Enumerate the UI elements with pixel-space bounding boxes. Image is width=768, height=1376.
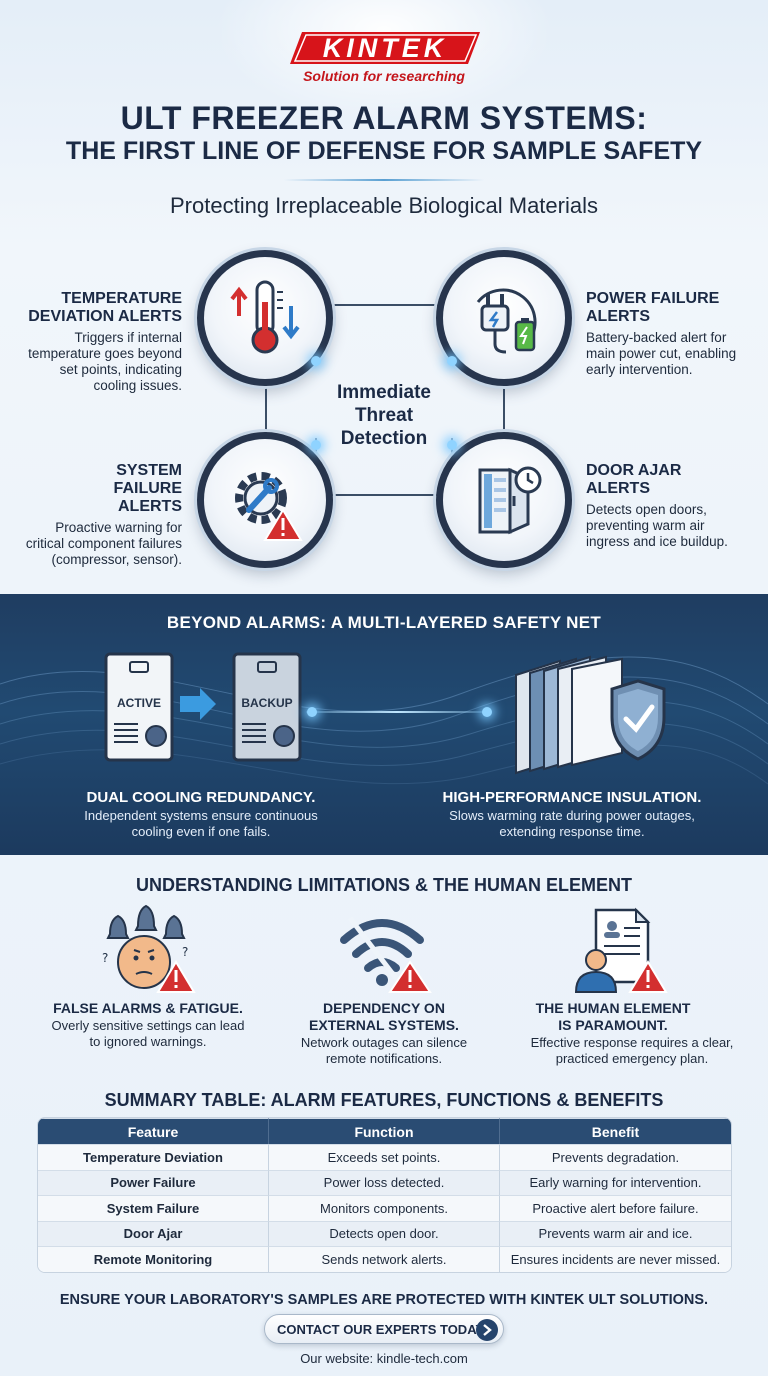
gear-wrench-icon <box>235 472 303 541</box>
table-cell: Prevents warm air and ice. <box>500 1220 731 1247</box>
contact-button-label: CONTACT OUR EXPERTS TODAY <box>277 1321 485 1337</box>
beam-line <box>306 711 488 713</box>
website-link[interactable]: Our website: kindle-tech.com <box>300 1351 468 1366</box>
open-door-icon <box>478 466 542 535</box>
center-label: Immediate Threat Detection <box>337 382 431 449</box>
table-row: Power Failure Power loss detected. Early… <box>38 1169 731 1196</box>
logo-parallelogram-icon <box>290 32 480 64</box>
table-cell: Remote Monitoring <box>38 1246 269 1272</box>
power-alert-block: POWER FAILURE ALERTS Battery-backed aler… <box>586 290 754 378</box>
power-alert-circle <box>436 250 572 386</box>
safety-net-title: BEYOND ALARMS: A MULTI-LAYERED SAFETY NE… <box>166 613 602 632</box>
alert-title: POWER FAILURE ALERTS <box>586 290 720 325</box>
table-cell: Power Failure <box>38 1169 269 1195</box>
table-cell: System Failure <box>38 1195 269 1221</box>
kintek-logo-badge <box>288 30 482 66</box>
table-header-cell: Function <box>269 1118 500 1144</box>
table-cell: Exceeds set points. <box>269 1144 500 1170</box>
table-cell: Temperature Deviation <box>38 1144 269 1170</box>
freezer-units-icon <box>104 652 302 762</box>
temperature-alert-block: TEMPERATURE DEVIATION ALERTS Triggers if… <box>20 290 182 394</box>
glow-dot <box>307 707 317 717</box>
table-cell: Prevents degradation. <box>500 1144 731 1170</box>
logo-text: KINTEK <box>322 32 448 63</box>
dependency-title: DEPENDENCY ON EXTERNAL SYSTEMS. <box>309 1000 459 1033</box>
glow-dot <box>447 356 457 366</box>
temperature-alert-circle <box>197 250 333 386</box>
insulation-shield-icon <box>515 655 666 775</box>
system-alert-circle <box>197 432 333 568</box>
confused-bells-icon: ? ? <box>102 904 196 993</box>
active-unit-label: ACTIVE <box>116 696 161 710</box>
wifi-warning-icon <box>340 916 432 993</box>
human-element-desc: Effective response requires a clear, pra… <box>530 1035 734 1066</box>
page-title-line2: THE FIRST LINE OF DEFENSE FOR SAMPLE SAF… <box>65 137 703 165</box>
dual-cooling-desc: Independent systems ensure continuous co… <box>84 808 318 839</box>
glow-dot <box>482 707 492 717</box>
person-document-icon <box>574 907 668 993</box>
page-subtitle: Protecting Irreplaceable Biological Mate… <box>170 193 598 218</box>
table-header-cell: Feature <box>38 1118 269 1144</box>
alert-description: Triggers if internal temperature goes be… <box>28 330 182 393</box>
table-row: System Failure Monitors components. Proa… <box>38 1195 731 1221</box>
alert-description: Battery-backed alert for main power cut,… <box>586 330 737 377</box>
summary-table: Feature Function Benefit Temperature Dev… <box>37 1117 732 1273</box>
insulation-desc: Slows warming rate during power outages,… <box>449 808 695 839</box>
thermometer-icon <box>230 280 300 354</box>
door-alert-block: DOOR AJAR ALERTS Detects open doors, pre… <box>586 462 742 550</box>
human-element-title: THE HUMAN ELEMENT IS PARAMOUNT. <box>535 1000 691 1033</box>
cta-text: ENSURE YOUR LABORATORY'S SAMPLES ARE PRO… <box>59 1292 709 1308</box>
table-cell: Monitors components. <box>269 1195 500 1221</box>
table-cell: Detects open door. <box>269 1220 500 1246</box>
chevron-right-icon <box>476 1319 498 1341</box>
logo-tagline: Solution for researching <box>303 68 465 84</box>
limitations-title: UNDERSTANDING LIMITATIONS & THE HUMAN EL… <box>136 875 632 895</box>
table-row: Temperature Deviation Exceeds set points… <box>38 1144 731 1170</box>
backup-unit-label: BACKUP <box>241 696 293 710</box>
door-alert-circle <box>436 432 572 568</box>
glow-dot <box>311 440 321 450</box>
summary-title: SUMMARY TABLE: ALARM FEATURES, FUNCTIONS… <box>104 1090 664 1110</box>
table-cell: Proactive alert before failure. <box>500 1195 731 1221</box>
dependency-desc: Network outages can silence remote notif… <box>300 1035 468 1066</box>
table-row: Door Ajar Detects open door. Prevents wa… <box>38 1220 731 1247</box>
power-plug-icon <box>476 288 537 354</box>
false-alarms-title: FALSE ALARMS & FATIGUE. <box>53 1000 243 1016</box>
table-cell: Power loss detected. <box>269 1169 500 1195</box>
table-row: Remote Monitoring Sends network alerts. … <box>38 1246 731 1272</box>
system-alert-block: SYSTEM FAILURE ALERTS Proactive warning … <box>14 462 182 568</box>
alert-description: Detects open doors, preventing warm air … <box>586 502 728 549</box>
page-title-line1: ULT FREEZER ALARM SYSTEMS: <box>120 100 648 136</box>
contact-experts-button[interactable]: CONTACT OUR EXPERTS TODAY <box>264 1314 504 1344</box>
table-cell: Ensures incidents are never missed. <box>500 1246 731 1272</box>
table-cell: Early warning for intervention. <box>500 1169 731 1196</box>
svg-text:?: ? <box>182 945 188 959</box>
false-alarms-desc: Overly sensitive settings can lead to ig… <box>51 1018 245 1049</box>
title-divider <box>284 179 484 181</box>
table-header-row: Feature Function Benefit <box>38 1118 731 1144</box>
alert-title: DOOR AJAR ALERTS <box>586 462 682 497</box>
glow-dot <box>311 356 321 366</box>
table-header-cell: Benefit <box>500 1118 731 1144</box>
insulation-title: HIGH-PERFORMANCE INSULATION. <box>442 789 702 806</box>
alert-description: Proactive warning for critical component… <box>25 520 182 567</box>
table-cell: Door Ajar <box>38 1220 269 1246</box>
alert-title: SYSTEM FAILURE ALERTS <box>113 462 182 515</box>
svg-text:?: ? <box>102 951 108 965</box>
dual-cooling-title: DUAL COOLING REDUNDANCY. <box>86 789 316 806</box>
table-cell: Sends network alerts. <box>269 1246 500 1272</box>
alert-title: TEMPERATURE DEVIATION ALERTS <box>28 290 182 325</box>
glow-dot <box>447 440 457 450</box>
